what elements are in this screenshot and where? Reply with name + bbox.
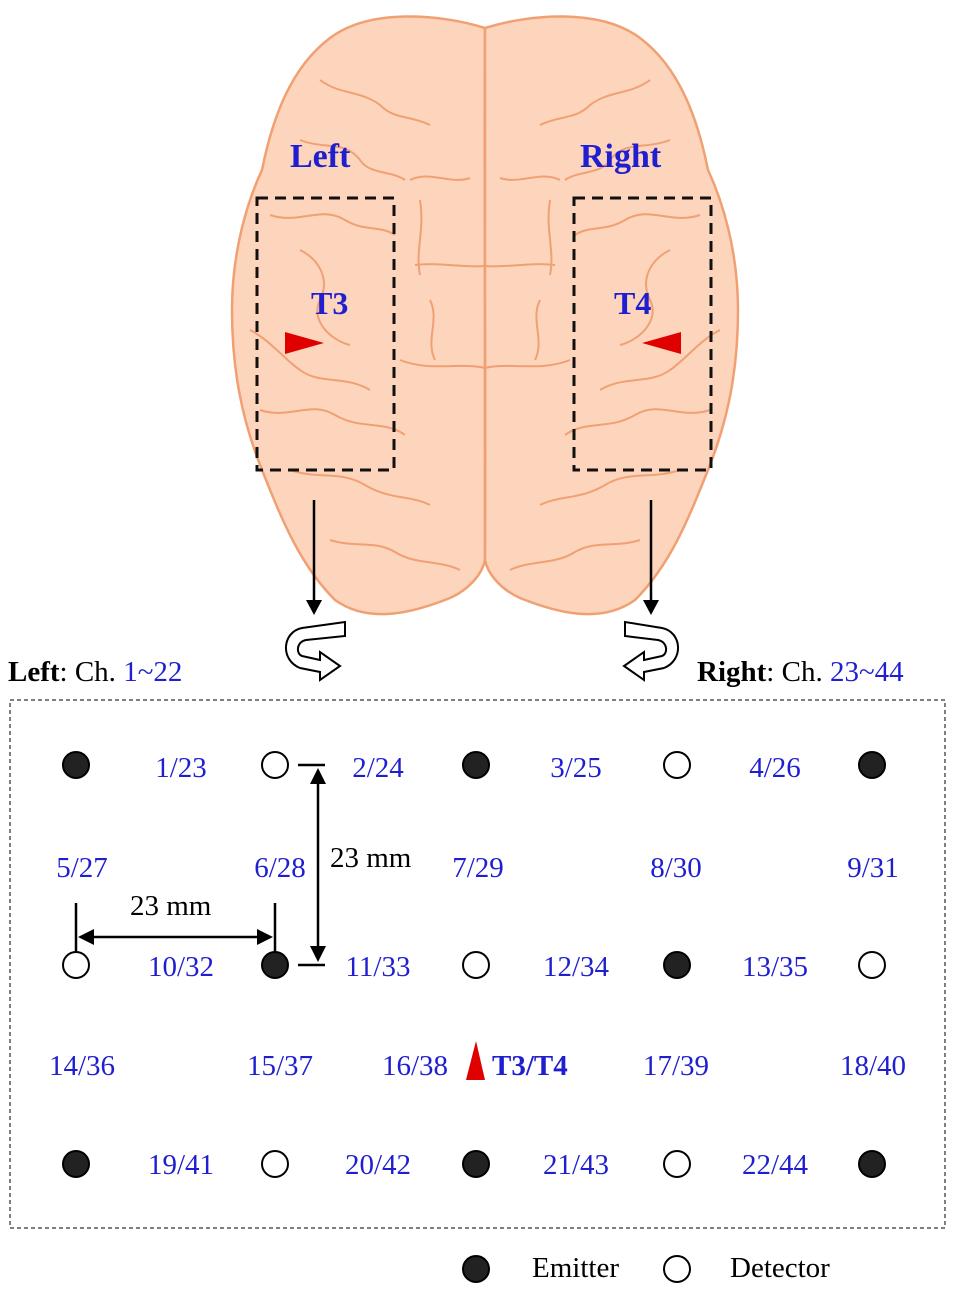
detector-optode: [261, 751, 289, 779]
channel-label: 16/38: [381, 1050, 449, 1082]
horizontal-dimension-label: 23 mm: [130, 890, 212, 922]
channel-label: 11/33: [345, 951, 411, 983]
right-channels-caption: Right: Ch. 23~44: [697, 658, 904, 687]
channel-label: 22/44: [741, 1149, 809, 1181]
detector-optode: [462, 951, 490, 979]
left-caption-range: 1~22: [123, 656, 183, 688]
detector-optode: [663, 1150, 691, 1178]
t3-t4-label: T3/T4: [492, 1050, 568, 1082]
channel-label: 12/34: [542, 951, 610, 983]
right-caption-prefix: : Ch.: [766, 656, 830, 688]
channel-label: 21/43: [542, 1149, 610, 1181]
right-red-marker: [642, 332, 681, 354]
flip-arrow-left-icon: [285, 620, 346, 682]
vertical-dimension: [298, 763, 326, 967]
channel-label: 17/39: [642, 1050, 710, 1082]
legend-detector-label: Detector: [730, 1252, 830, 1284]
brain-illustration: [230, 15, 740, 616]
channel-label: 2/24: [352, 752, 404, 784]
channel-label: 18/40: [839, 1050, 907, 1082]
left-hemisphere: [230, 15, 487, 616]
optode-grid-frame: [9, 699, 946, 1229]
channel-label: 15/37: [246, 1050, 314, 1082]
right-caption-side: Right: [697, 656, 767, 688]
detector-optode: [858, 951, 886, 979]
left-hemisphere-label: Left: [290, 138, 351, 175]
horizontal-dimension: [74, 903, 277, 952]
emitter-optode: [261, 951, 289, 979]
t3-label: T3: [311, 285, 349, 321]
channel-label: 13/35: [741, 951, 809, 983]
legend-detector-icon: [663, 1255, 691, 1283]
t3-t4-red-marker: [466, 1041, 485, 1080]
channel-label: 6/28: [254, 852, 306, 884]
emitter-optode: [62, 1150, 90, 1178]
channel-label: 4/26: [749, 752, 801, 784]
channel-label: 10/32: [147, 951, 215, 983]
channel-label: 14/36: [48, 1050, 116, 1082]
channel-label: 20/42: [344, 1149, 412, 1181]
channel-label: 1/23: [155, 752, 207, 784]
left-red-marker: [285, 332, 324, 354]
channel-label: 7/29: [452, 852, 504, 884]
flip-arrow-right-icon: [622, 620, 679, 682]
emitter-optode: [462, 751, 490, 779]
left-caption-prefix: : Ch.: [59, 656, 124, 688]
left-channels-caption: Left: Ch. 1~22: [8, 658, 182, 687]
left-caption-side: Left: [8, 656, 60, 688]
emitter-optode: [663, 951, 691, 979]
emitter-optode: [858, 751, 886, 779]
legend-emitter-icon: [462, 1255, 490, 1283]
channel-label: 5/27: [56, 852, 108, 884]
brain-folds: [249, 29, 721, 571]
down-arrows: [306, 500, 659, 615]
channel-label: 9/31: [847, 852, 899, 884]
emitter-optode: [858, 1150, 886, 1178]
right-hemisphere-label: Right: [580, 138, 662, 175]
detector-optode: [261, 1150, 289, 1178]
channel-label: 8/30: [650, 852, 702, 884]
emitter-optode: [462, 1150, 490, 1178]
legend-emitter-label: Emitter: [532, 1252, 619, 1284]
detector-optode: [663, 751, 691, 779]
t4-label: T4: [614, 285, 652, 321]
right-caption-range: 23~44: [829, 656, 904, 688]
detector-optode: [62, 951, 90, 979]
vertical-dimension-label: 23 mm: [330, 842, 412, 874]
emitter-optode: [62, 751, 90, 779]
right-region-box: [572, 196, 713, 472]
channel-label: 19/41: [147, 1149, 215, 1181]
right-hemisphere: [483, 15, 740, 616]
left-region-box: [255, 196, 396, 472]
channel-label: 3/25: [550, 752, 602, 784]
